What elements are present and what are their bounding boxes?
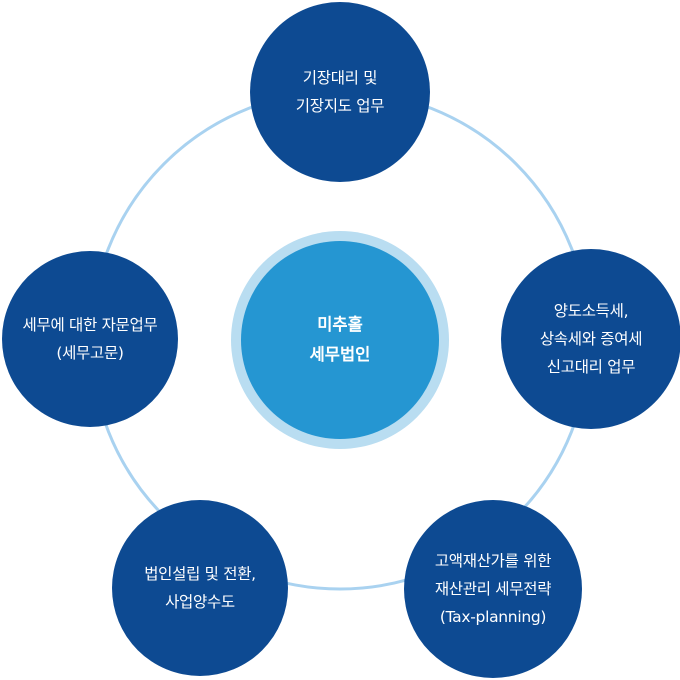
node-line: 고액재산가를 위한 — [434, 552, 552, 570]
node-line: 상속세와 증여세 — [539, 330, 643, 348]
center-name: 미추홀 — [317, 315, 363, 334]
service-node-incorporation: 법인설립 및 전환, 사업양수도 — [112, 500, 288, 676]
service-node-bookkeeping: 기장대리 및 기장지도 업무 — [250, 2, 430, 182]
service-node-tax-planning: 고액재산가를 위한 재산관리 세무전략 (Tax-planning) — [404, 500, 582, 678]
node-line: 양도소득세, — [553, 302, 629, 320]
node-line: 신고대리 업무 — [546, 358, 636, 376]
node-line: 사업양수도 — [165, 593, 235, 611]
node-line: 기장지도 업무 — [295, 97, 385, 115]
node-line: 재산관리 세무전략 — [434, 580, 552, 598]
service-node-tax-filing: 양도소득세, 상속세와 증여세 신고대리 업무 — [501, 249, 680, 429]
node-line: (세무고문) — [56, 344, 124, 362]
center-firm-circle: 미추홀 세무법인 — [241, 241, 439, 439]
node-line: 세무에 대한 자문업무 — [22, 316, 158, 334]
node-line: 기장대리 및 — [302, 69, 378, 87]
center-subtitle: 세무법인 — [309, 345, 371, 364]
node-line: 법인설립 및 전환, — [144, 565, 256, 583]
node-line: (Tax-planning) — [439, 608, 547, 626]
service-node-advisory: 세무에 대한 자문업무 (세무고문) — [2, 251, 178, 427]
